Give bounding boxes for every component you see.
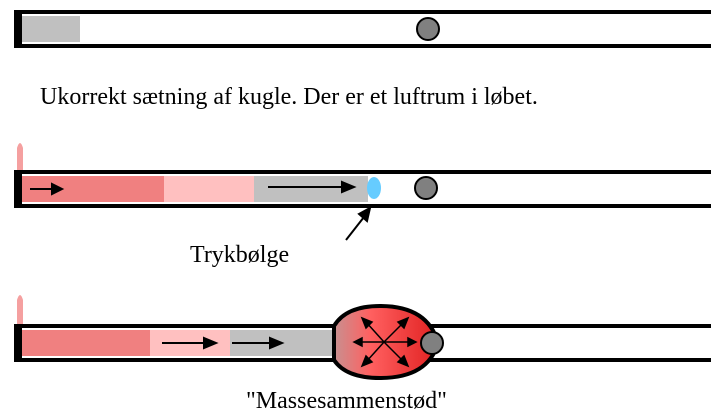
barrel-top <box>14 10 711 48</box>
arrow-icon <box>232 336 285 350</box>
caption-pressure-wave: Trykbølge <box>190 242 289 268</box>
arrow-icon <box>30 182 65 196</box>
arrow-icon <box>162 336 219 350</box>
barrel-breech-middle <box>14 170 22 208</box>
barrel-breech-top <box>16 10 22 48</box>
panel-mass-collision <box>14 295 711 381</box>
air-gap-region <box>22 16 80 42</box>
panel-incorrect-seating <box>14 10 711 48</box>
gas-dark-region-bottom <box>22 330 150 356</box>
caption-incorrect-seating: Ukorrekt sætning af kugle. Der er et luf… <box>40 84 538 110</box>
gas-light-region <box>164 176 254 202</box>
bullet-top <box>416 17 440 41</box>
muzzle-flame-middle <box>17 143 23 172</box>
muzzle-flame-bottom <box>17 295 23 327</box>
burst-arrows-icon <box>352 316 418 368</box>
panel-pressure-wave <box>14 143 711 241</box>
arrow-icon <box>268 180 357 194</box>
pointer-arrow-icon <box>345 206 372 241</box>
bullet-bottom <box>420 331 444 355</box>
pressure-wave-front <box>367 177 381 199</box>
bullet-middle <box>414 176 438 200</box>
caption-mass-collision: "Massesammenstød" <box>246 388 447 414</box>
barrel-breech-bottom <box>14 324 22 362</box>
